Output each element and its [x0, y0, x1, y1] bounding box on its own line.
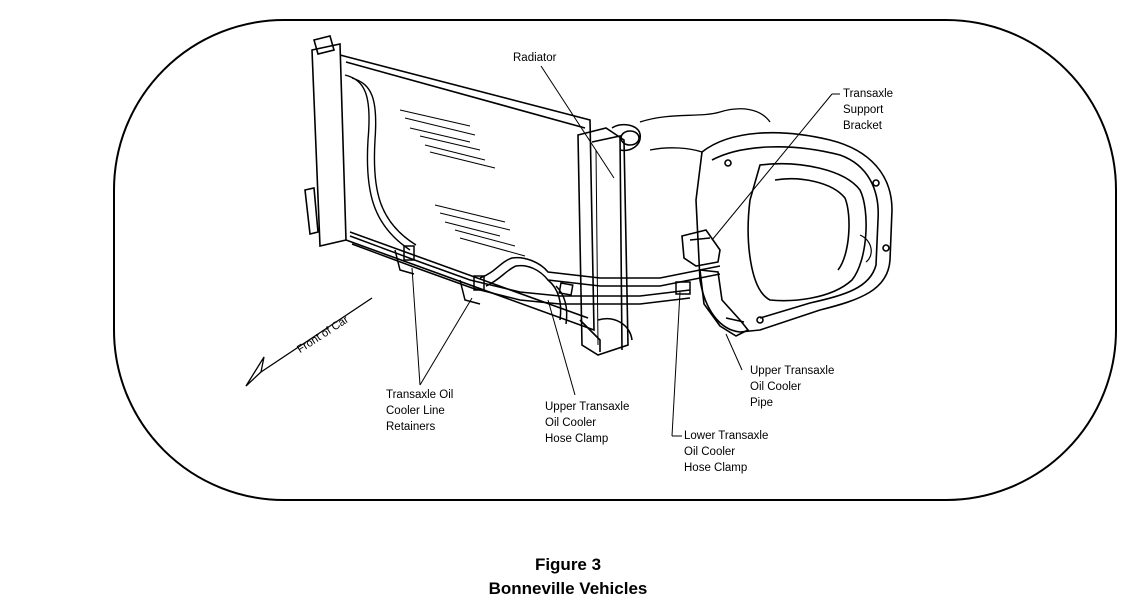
label-line: Transaxle [843, 88, 894, 100]
label-line: Retainers [386, 421, 436, 433]
label-cooler-line-retainers: Transaxle Oil Cooler Line Retainers [386, 387, 453, 435]
label-line: Upper Transaxle [750, 365, 835, 377]
diagram-frame [113, 19, 1117, 501]
figure-title: Bonneville Vehicles [488, 579, 648, 598]
radiator [304, 35, 641, 356]
label-line: Hose Clamp [684, 462, 748, 474]
transaxle [639, 108, 893, 337]
label-radiator: Radiator [513, 52, 557, 64]
label-line: Transaxle Oil [386, 389, 454, 401]
front-of-car-arrow [245, 297, 373, 387]
label-line: Hose Clamp [545, 433, 609, 445]
cooler-lines [349, 235, 721, 325]
leader-lines [411, 65, 840, 437]
label-line: Upper Transaxle [545, 401, 630, 413]
label-line: Lower Transaxle [684, 430, 769, 442]
label-line: Cooler Line [386, 405, 445, 417]
figure-number: Figure 3 [534, 555, 602, 574]
label-line: Oil Cooler [750, 381, 802, 393]
label-transaxle-support-bracket: Transaxle Support Bracket [843, 86, 893, 134]
label-line: Support [843, 104, 884, 116]
label-upper-hose-clamp: Upper Transaxle Oil Cooler Hose Clamp [545, 399, 629, 447]
label-line: Pipe [750, 397, 774, 409]
label-upper-cooler-pipe: Upper Transaxle Oil Cooler Pipe [750, 363, 834, 411]
label-line: Oil Cooler [684, 446, 736, 458]
label-lower-hose-clamp: Lower Transaxle Oil Cooler Hose Clamp [684, 428, 768, 476]
label-line: Oil Cooler [545, 417, 597, 429]
label-line: Bracket [843, 120, 882, 132]
